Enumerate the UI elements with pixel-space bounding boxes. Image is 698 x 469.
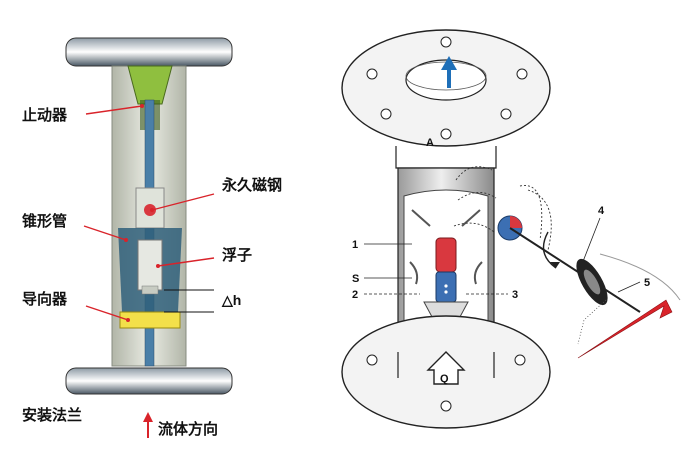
- red-pointer: [577, 299, 673, 359]
- label-inlet-q: Q: [440, 373, 449, 385]
- leader-tube: [83, 225, 127, 241]
- flow-direction-arrow-icon: [143, 412, 153, 438]
- float-magnet-red: [435, 237, 457, 273]
- guide: [119, 311, 181, 329]
- outlet-arrow-icon: [441, 56, 457, 88]
- label-tapered-tube: 锥形管: [22, 212, 67, 230]
- bottom-flange: [65, 367, 233, 395]
- indicator-assembly: [453, 166, 641, 345]
- label-part-2: 2: [352, 289, 358, 301]
- label-part-3: 3: [512, 289, 518, 301]
- label-stopper: 止动器: [22, 106, 68, 124]
- label-part-5: 5: [644, 277, 650, 289]
- scale-arc: [599, 253, 681, 301]
- label-flow-direction: 流体方向: [158, 420, 218, 438]
- label-outlet-a: A: [426, 137, 434, 149]
- label-part-1: 1: [352, 239, 358, 251]
- leader-magnet: [151, 193, 215, 211]
- label-part-4: 4: [598, 205, 605, 217]
- inlet-arrow-icon: [426, 351, 466, 385]
- leader-stopper: [85, 105, 143, 115]
- left-flowmeter-diagram: 止动器 永久磁钢 锥形管 浮子 导向器 △h 安装法兰 流体方向: [22, 37, 282, 438]
- label-pole-s: S: [352, 273, 359, 285]
- label-flange: 安装法兰: [22, 406, 82, 424]
- leader-guide: [85, 305, 129, 321]
- leader-float: [157, 257, 215, 267]
- label-guide: 导向器: [22, 290, 68, 308]
- label-float: 浮子: [222, 246, 252, 264]
- stopper: [127, 65, 173, 105]
- top-flange: [65, 37, 233, 67]
- right-flowmeter-diagram: A Q: [341, 29, 681, 429]
- label-permanent-magnet: 永久磁钢: [221, 176, 282, 194]
- label-delta-h: △h: [221, 292, 241, 308]
